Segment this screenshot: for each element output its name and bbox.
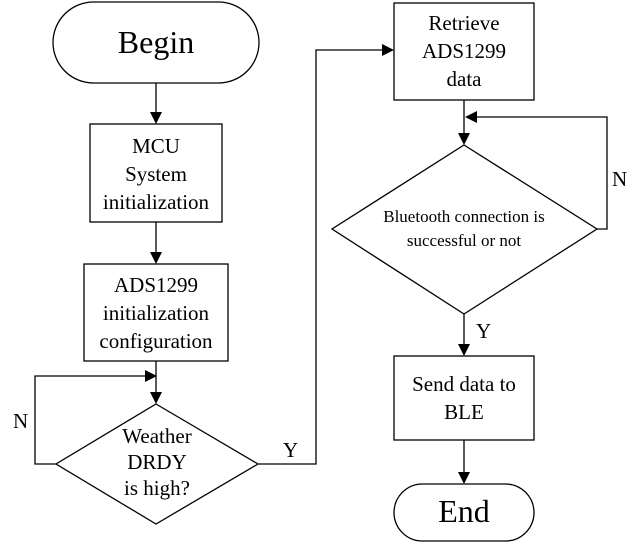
node-drdy-check-line-1: Weather [122,424,191,448]
edge-begin-to-mcu [150,83,162,124]
node-bt-check-line-1: Bluetooth connection is [383,207,544,226]
node-drdy-check-line-2: DRDY [127,450,187,474]
node-send-line-1: Send data to [412,372,516,396]
edge-label-bt-no: N [612,167,627,191]
edge-label-drdy-yes: Y [283,438,298,462]
edge-bt-no-loop [465,111,608,230]
node-bt-check: Bluetooth connection is successful or no… [330,144,599,315]
node-retrieve: Retrieve ADS1299 data [393,2,535,101]
node-drdy-check-line-3: is high? [124,476,190,500]
node-send: Send data to BLE [393,355,535,441]
edge-label-bt-yes: Y [476,319,491,343]
node-drdy-check: Weather DRDY is high? [54,403,260,525]
edge-mcu-to-ads-init [150,222,162,264]
node-begin-label: Begin [118,24,194,60]
node-send-line-2: BLE [444,400,484,424]
node-retrieve-line-1: Retrieve [428,11,499,35]
connectors [34,44,608,484]
node-end-label: End [438,493,490,529]
edge-bt-yes-to-send [458,314,470,356]
node-retrieve-line-3: data [447,67,483,91]
node-mcu-init-line-3: initialization [103,190,210,214]
edge-ads-init-to-drdy [150,361,162,404]
node-end: End [393,483,535,542]
node-ads-init-line-2: initialization [103,301,210,325]
node-mcu-init: MCU System initialization [89,123,223,223]
node-ads-init-line-1: ADS1299 [114,273,198,297]
node-begin: Begin [52,1,260,84]
node-mcu-init-line-2: System [125,162,187,186]
edge-drdy-no-loop [34,370,157,465]
node-ads-init-line-3: configuration [99,329,213,353]
node-bt-check-line-2: successful or not [407,231,522,250]
node-mcu-init-line-1: MCU [132,134,180,158]
node-ads-init: ADS1299 initialization configuration [83,263,229,362]
edge-send-to-end [458,440,470,484]
node-retrieve-line-2: ADS1299 [422,39,506,63]
edge-retrieve-to-bt [458,100,470,145]
edge-drdy-yes-to-retrieve [258,44,394,465]
edge-label-drdy-no: N [13,409,28,433]
